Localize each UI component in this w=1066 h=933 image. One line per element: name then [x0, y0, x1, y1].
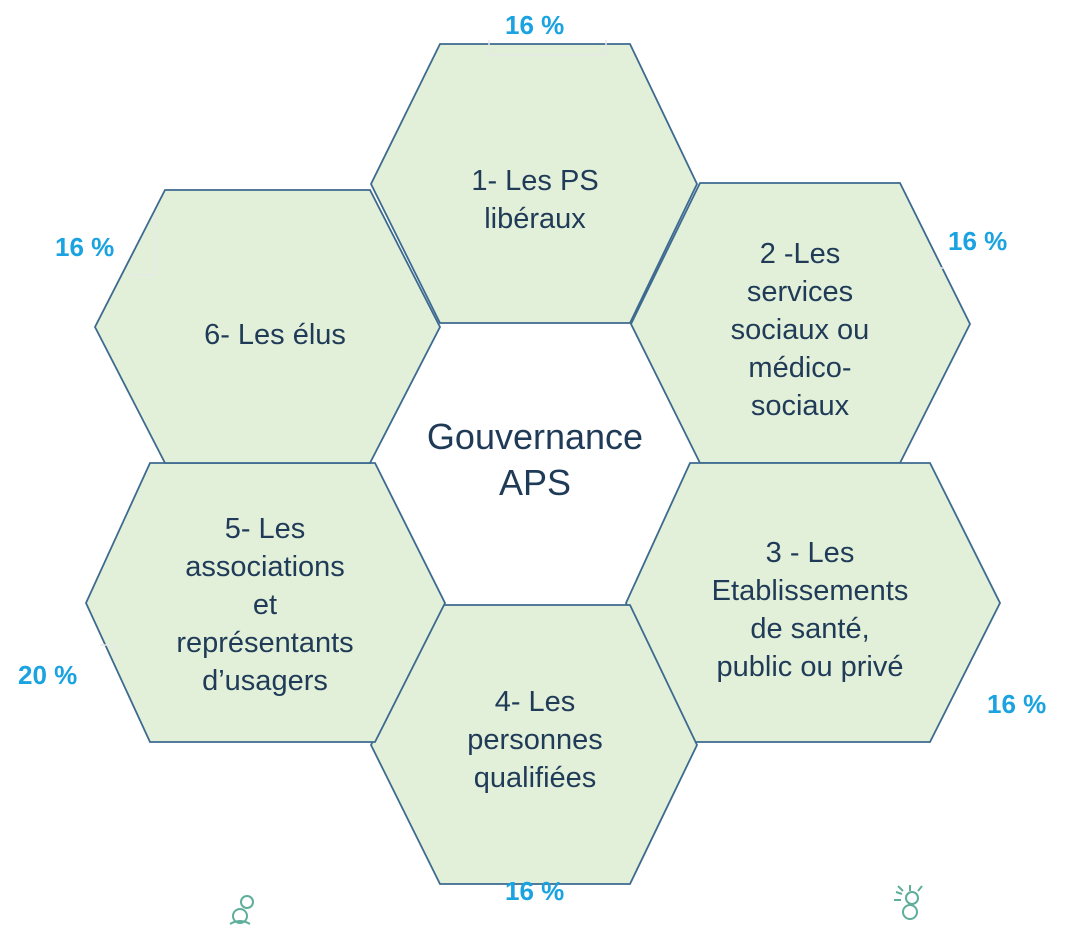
percent-personnes-qualifiees: 16 % [505, 876, 565, 906]
percent-bracket-elus [130, 215, 156, 276]
hexagon-personnes-qualifiees [369, 604, 698, 885]
hexagon-etablissements [625, 462, 1002, 743]
percent-ps-liberaux: 16 % [505, 10, 565, 40]
percent-bracket-associations [100, 644, 116, 660]
percent-bracket-services-sociaux [930, 252, 944, 269]
percent-associations: 20 % [18, 660, 78, 690]
percent-services-sociaux: 16 % [948, 226, 1008, 256]
person-idea-logo-right-icon [894, 885, 923, 920]
hexagon-elus [93, 189, 442, 464]
percent-elus: 16 % [55, 232, 115, 262]
center-title: Gouvernance APS [426, 416, 644, 503]
node-label-services-sociaux: 2 -Les services sociaux ou médico- socia… [730, 238, 870, 422]
person-logo-left-icon [229, 895, 254, 925]
hexagon-ps-liberaux [369, 43, 698, 324]
hexagon-associations [85, 462, 447, 743]
node-label-ps-liberaux: 1- Les PS libéraux [471, 165, 599, 235]
node-label-personnes-qualifiees: 4- Les personnes qualifiées [467, 686, 603, 794]
node-label-associations: 5- Les associations et représentants d’u… [176, 513, 354, 697]
percent-bracket-ps-liberaux [488, 40, 607, 56]
node-label-elus: 6- Les élus [204, 319, 346, 351]
percent-etablissements: 16 % [987, 689, 1047, 719]
node-label-etablissements: 3 - Les Etablissements de santé, public … [711, 537, 909, 683]
